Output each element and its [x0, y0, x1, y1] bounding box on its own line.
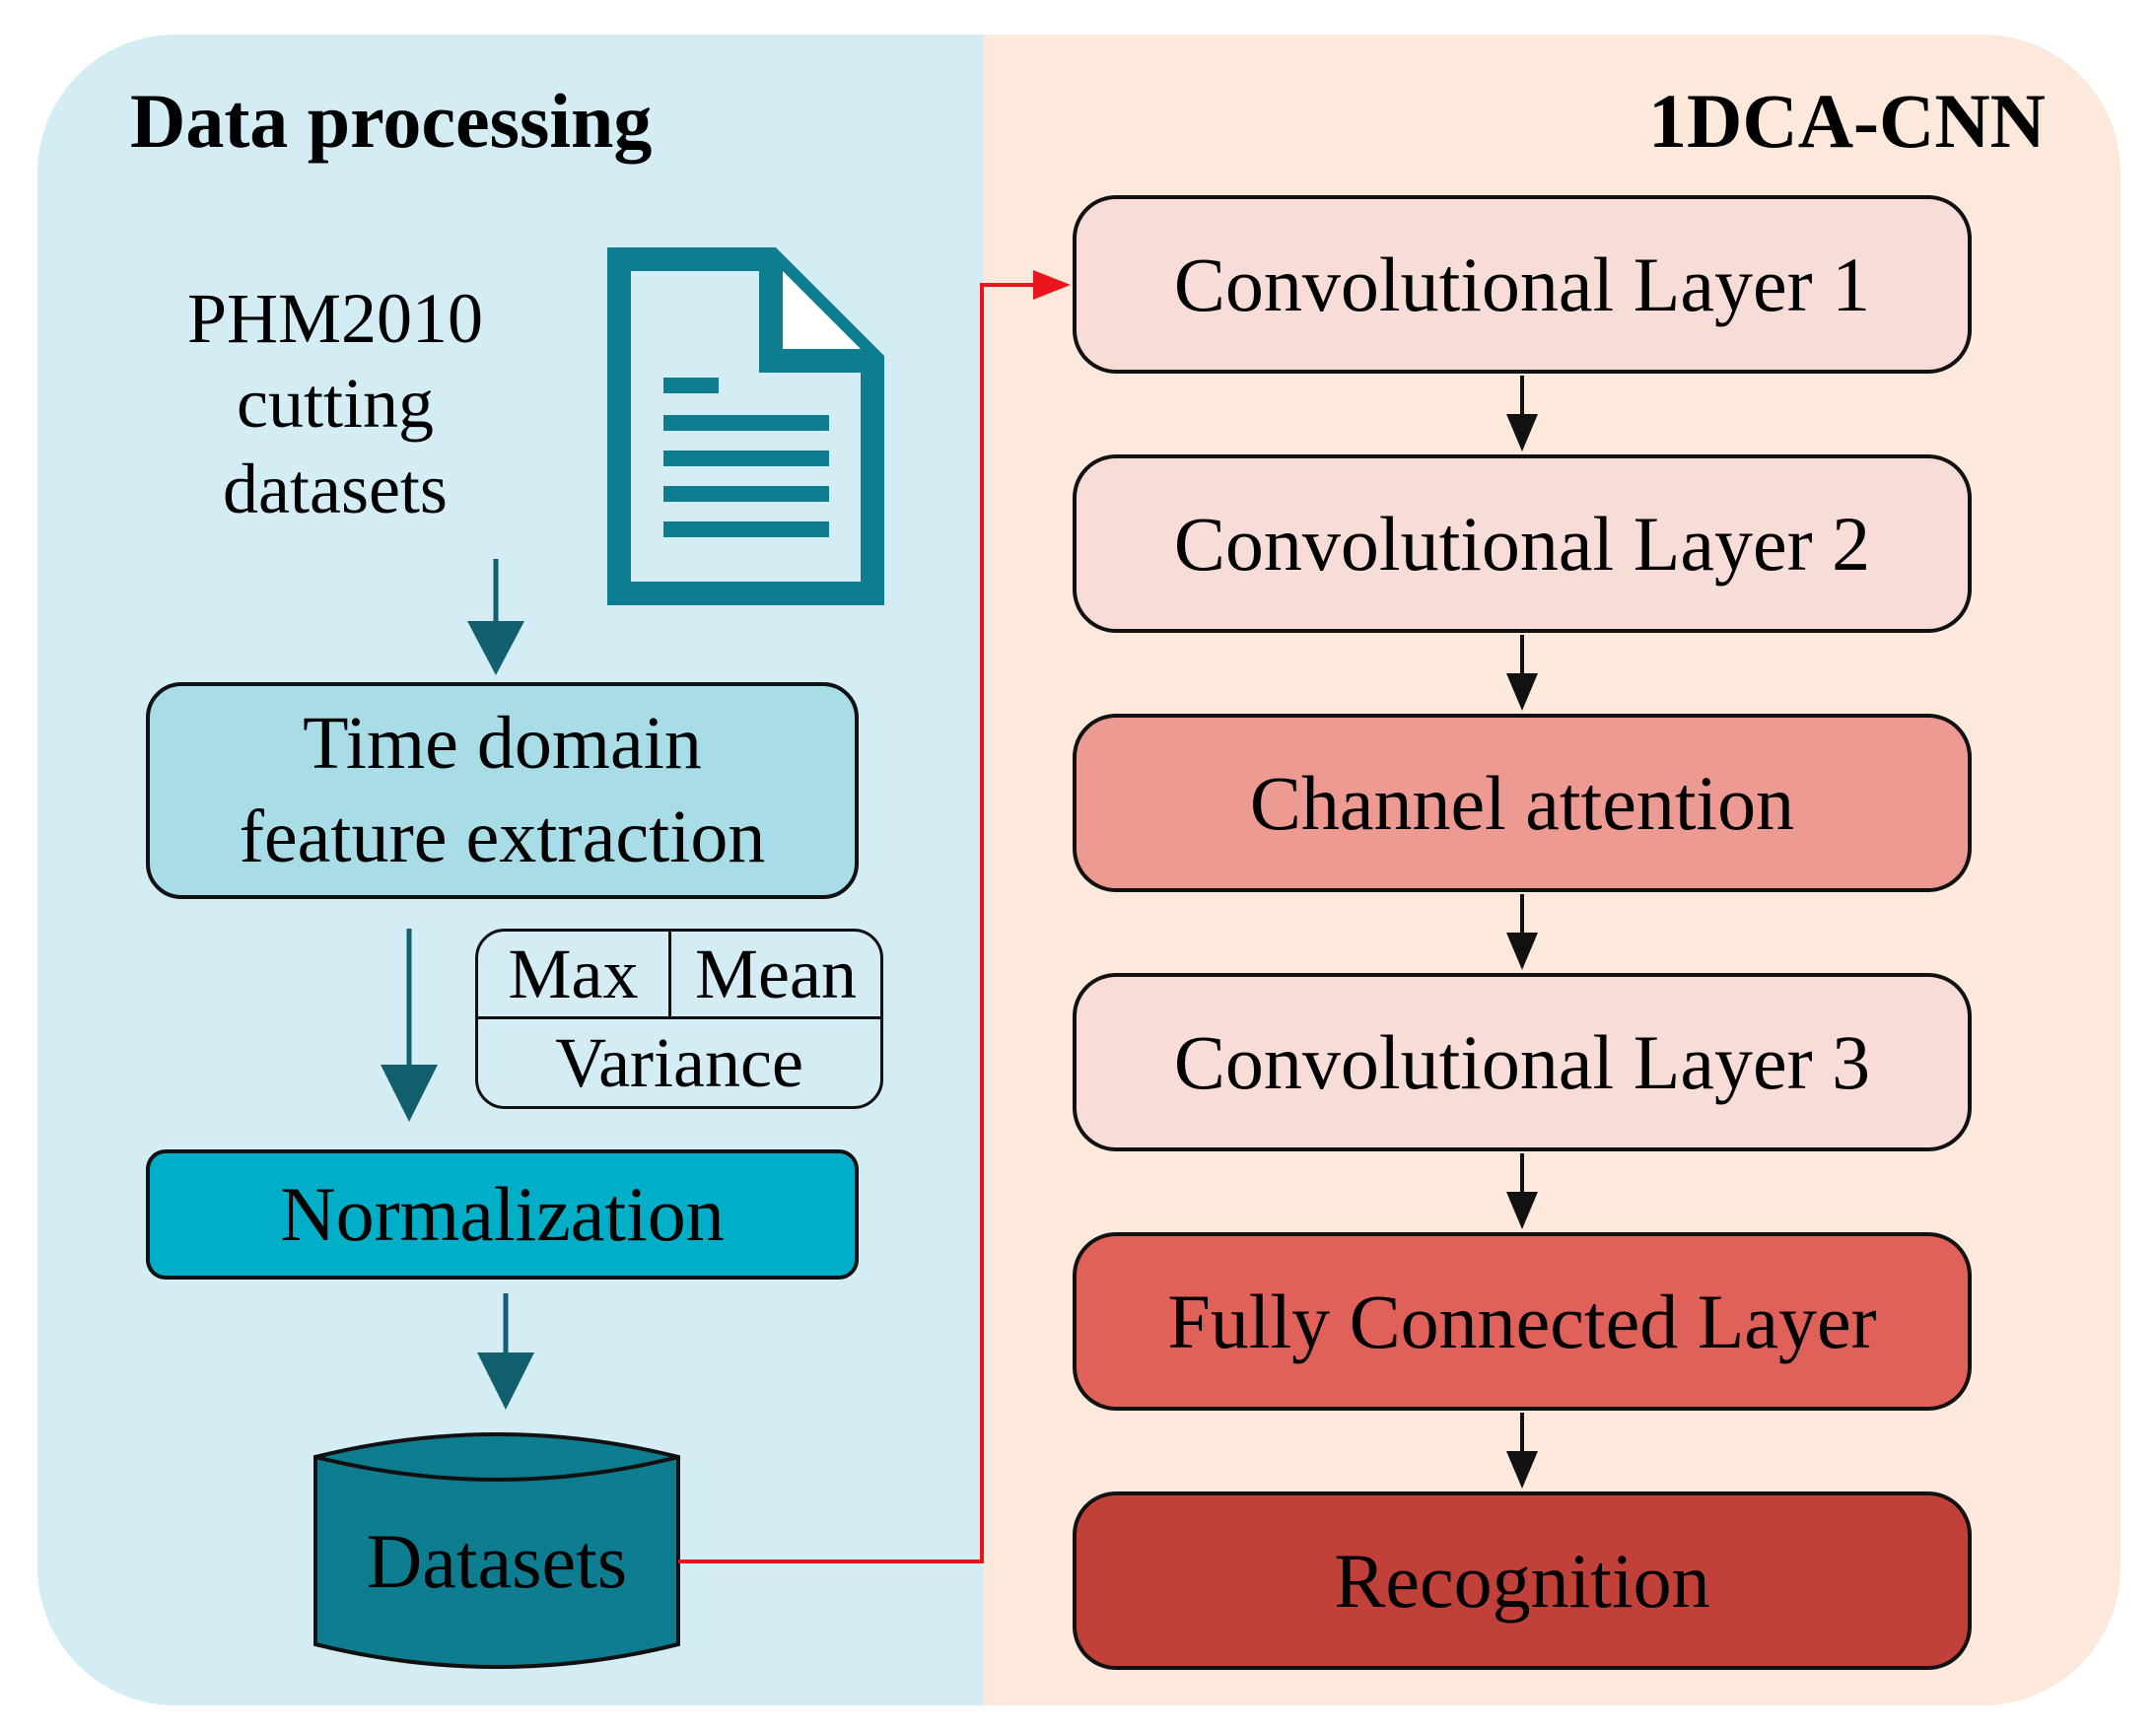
channel-attention-label: Channel attention — [1249, 759, 1795, 846]
datasets-label: Datasets — [366, 1518, 628, 1604]
feature-extraction-line-1: Time domain — [303, 702, 702, 785]
feature-max: Max — [478, 932, 671, 1019]
source-line-3: datasets — [223, 449, 448, 528]
conv-layer-2-label: Convolutional Layer 2 — [1173, 500, 1871, 587]
arrow-features-to-normalization — [381, 929, 438, 1122]
feature-variance: Variance — [555, 1022, 803, 1102]
source-line-1: PHM2010 — [186, 279, 484, 358]
conv-layer-3-box: Convolutional Layer 3 — [1073, 973, 1972, 1151]
normalization-label: Normalization — [280, 1171, 725, 1258]
data-processing-title: Data processing — [130, 78, 653, 164]
recognition-box: Recognition — [1073, 1491, 1972, 1670]
feature-mean: Mean — [671, 932, 880, 1019]
conv-layer-1-box: Convolutional Layer 1 — [1073, 195, 1972, 374]
document-icon — [607, 247, 884, 605]
fully-connected-layer-label: Fully Connected Layer — [1167, 1278, 1877, 1364]
cnn-title: 1DCA-CNN — [1648, 78, 2046, 164]
arrow-fc-to-recognition — [1506, 1413, 1538, 1489]
arrow-conv3-to-fc — [1506, 1153, 1538, 1229]
channel-attention-box: Channel attention — [1073, 714, 1972, 892]
conv-layer-2-box: Convolutional Layer 2 — [1073, 454, 1972, 633]
feature-extraction-box: Time domain feature extraction — [146, 682, 859, 899]
source-line-2: cutting — [237, 364, 434, 444]
normalization-box: Normalization — [146, 1149, 859, 1280]
arrow-attention-to-conv3 — [1506, 894, 1538, 970]
arrow-normalization-to-datasets — [477, 1293, 534, 1410]
conv-layer-3-label: Convolutional Layer 3 — [1173, 1018, 1871, 1105]
source-dataset-label: PHM2010 cutting datasets — [128, 276, 542, 531]
time-features-table: Max Mean Variance — [475, 929, 883, 1109]
arrow-conv2-to-attention — [1506, 635, 1538, 711]
arrow-source-to-features — [467, 559, 524, 675]
connector-datasets-to-cnn — [678, 270, 1071, 1563]
datasets-cylinder — [313, 1432, 680, 1669]
arrow-conv1-to-conv2 — [1506, 376, 1538, 451]
fully-connected-layer-box: Fully Connected Layer — [1073, 1232, 1972, 1411]
conv-layer-1-label: Convolutional Layer 1 — [1173, 241, 1871, 327]
feature-extraction-line-2: feature extraction — [239, 796, 766, 878]
recognition-label: Recognition — [1334, 1537, 1710, 1624]
